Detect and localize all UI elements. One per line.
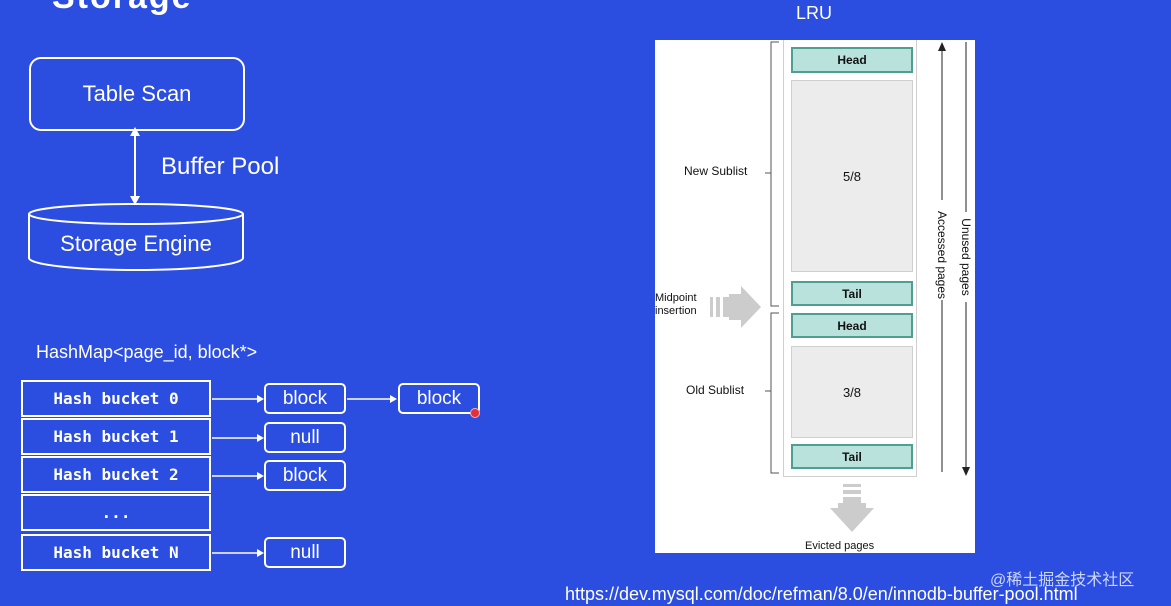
reference-url[interactable]: https://dev.mysql.com/doc/refman/8.0/en/… (565, 584, 1078, 604)
watermark: @稀土掘金技术社区 (990, 572, 1135, 589)
bucket-arrows (212, 395, 397, 557)
hash-bucket-2: Hash bucket 2 (21, 456, 211, 493)
new-tail-cell: Tail (791, 281, 913, 306)
midpoint-label-line1: Midpoint (655, 292, 697, 304)
slide-title-fragment: Storage (52, 0, 193, 17)
buffer-pool-arrow (130, 127, 140, 205)
old-sublist-label: Old Sublist (686, 383, 745, 397)
hash-bucket-1: Hash bucket 1 (21, 418, 211, 455)
midpoint-insertion-label: Midpoint insertion (655, 292, 697, 318)
block-node-b0-second: block (398, 383, 480, 414)
lru-figure: Head 5/8 Tail Head 3/8 Tail New Sublist … (655, 40, 975, 553)
new-sublist-label: New Sublist (684, 164, 748, 178)
null-node-bn: null (264, 537, 346, 568)
lru-list-column (783, 40, 917, 477)
hash-bucket-0: Hash bucket 0 (21, 380, 211, 417)
table-scan-label: Table Scan (82, 81, 192, 106)
storage-engine-cylinder (28, 203, 244, 271)
buffer-pool-label: Buffer Pool (161, 153, 280, 180)
storage-engine-label: Storage Engine (60, 231, 212, 256)
old-head-cell: Head (791, 313, 913, 338)
hash-bucket-ellipsis: ... (21, 494, 211, 531)
old-sublist-fraction: 3/8 (791, 346, 913, 438)
lru-title: LRU (796, 3, 833, 23)
cursor-dot-icon (470, 408, 480, 418)
hashmap-label: HashMap<page_id, block*> (36, 342, 258, 362)
lru-graphics (710, 41, 970, 532)
null-node-b1: null (264, 422, 346, 453)
block-node-b0-first: block (264, 383, 346, 414)
new-sublist-fraction: 5/8 (791, 80, 913, 272)
table-scan-box: Table Scan (29, 57, 245, 131)
block-node-b2: block (264, 460, 346, 491)
old-tail-cell: Tail (791, 444, 913, 469)
new-head-cell: Head (791, 47, 913, 73)
unused-pages-label: Unused pages (959, 218, 973, 296)
accessed-pages-label: Accessed pages (935, 210, 949, 300)
midpoint-label-line2: insertion (655, 305, 697, 317)
hash-bucket-n: Hash bucket N (21, 534, 211, 571)
evicted-pages-label: Evicted pages (805, 540, 875, 552)
